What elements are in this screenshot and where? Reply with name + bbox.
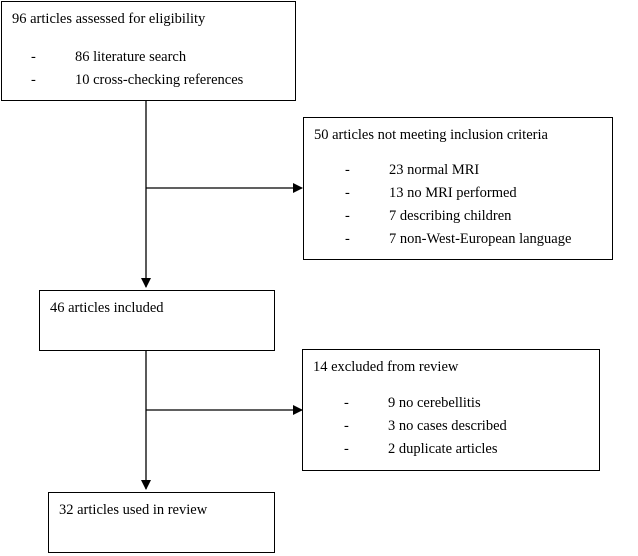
box-excluded-from-review: 14 excluded from review - 9 no cerebelli… xyxy=(302,349,600,471)
list-item-text: 2 duplicate articles xyxy=(388,441,498,457)
box-not-meeting-criteria: 50 articles not meeting inclusion criter… xyxy=(303,117,613,260)
bullet-dash: - xyxy=(344,395,349,411)
box-articles-used: 32 articles used in review xyxy=(48,492,275,553)
list-item-text: 10 cross-checking references xyxy=(75,72,244,88)
list-item-text: 7 describing children xyxy=(389,208,512,224)
box-articles-assessed: 96 articles assessed for eligibility - 8… xyxy=(1,1,296,101)
list-item-text: 3 no cases described xyxy=(388,418,507,434)
bullet-dash: - xyxy=(345,185,350,201)
list-item-text: 13 no MRI performed xyxy=(389,185,517,201)
bullet-dash: - xyxy=(344,441,349,457)
bullet-dash: - xyxy=(344,418,349,434)
list-item-text: 23 normal MRI xyxy=(389,162,480,178)
list-item-text: 9 no cerebellitis xyxy=(388,395,481,411)
bullet-dash: - xyxy=(345,231,350,247)
bullet-dash: - xyxy=(345,162,350,178)
bullet-dash: - xyxy=(31,72,36,88)
bullet-dash: - xyxy=(345,208,350,224)
bullet-dash: - xyxy=(31,49,36,65)
list-item-text: 86 literature search xyxy=(75,49,187,65)
box-articles-included: 46 articles included xyxy=(39,290,275,351)
box-title: 46 articles included xyxy=(50,300,164,316)
box-title: 32 articles used in review xyxy=(59,502,208,518)
box-title: 96 articles assessed for eligibility xyxy=(12,11,206,27)
box-title: 14 excluded from review xyxy=(313,359,459,375)
box-title: 50 articles not meeting inclusion criter… xyxy=(314,127,548,143)
list-item-text: 7 non-West-European language xyxy=(389,231,572,247)
